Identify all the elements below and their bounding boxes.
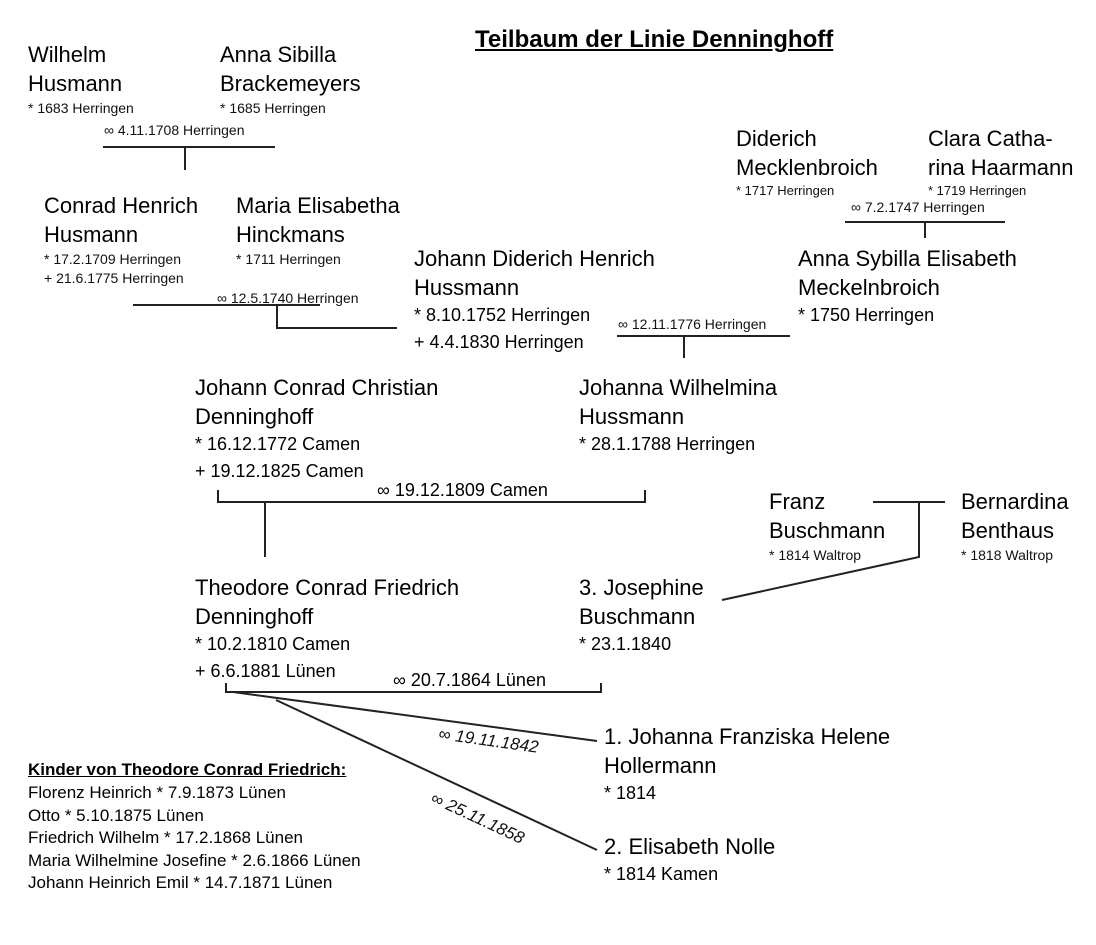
person-dates: * 8.10.1752 Herringen [414,305,591,325]
person-name: Hinckmans [236,222,345,247]
person-name: Mecklenbroich [736,155,878,180]
person-name: Franz [769,489,826,514]
person-dates: * 1814 [604,783,657,803]
person-dates: * 1683 Herringen [28,100,134,116]
marriage-line-1842 [232,691,598,742]
person-name: Denninghoff [195,604,314,629]
person-name: rina Haarmann [928,155,1074,180]
marriage-label: ∞ 7.2.1747 Herringen [851,199,985,215]
person-dates: + 6.6.1881 Lünen [195,661,336,681]
marriage-label: ∞ 19.12.1809 Camen [377,480,548,500]
children-list: Kinder von Theodore Conrad Friedrich: Fl… [28,758,361,895]
person-name: Brackemeyers [220,71,361,96]
marriage-line-1740 [133,304,397,329]
person-dates: * 1814 Kamen [604,864,719,884]
person-name: Hollermann [604,753,717,778]
person-dates: * 17.2.1709 Herringen [44,251,181,267]
person-name: Husmann [28,71,123,96]
person-name: Husmann [44,222,139,247]
person-name: Conrad Henrich [44,193,199,218]
person-clara: Clara Catha-rina Haarmann * 1719 Herringe… [928,124,1074,200]
person-name: Anna Sybilla Elisabeth [798,246,1017,271]
marriage-line-1809 [217,490,646,557]
person-dates: * 1711 Herringen [236,251,341,267]
person-name: Buschmann [579,604,696,629]
child-item: Friedrich Wilhelm * 17.2.1868 Lünen [28,828,303,847]
person-name: Hussmann [579,404,685,429]
person-dates: * 23.1.1840 [579,634,672,654]
person-name: Clara Catha- [928,126,1053,151]
marriage-label: ∞ 4.11.1708 Herringen [104,122,245,138]
person-dates: + 19.12.1825 Camen [195,461,364,481]
marriage-label: ∞ 12.11.1776 Herringen [618,316,767,332]
person-name: Theodore Conrad Friedrich [195,575,460,600]
marriage-line-1776 [617,335,790,358]
person-name: Johann Diderich Henrich [414,246,655,271]
person-dates: * 10.2.1810 Camen [195,634,351,654]
person-name: Johann Conrad Christian [195,375,439,400]
person-dates: * 16.12.1772 Camen [195,434,361,454]
child-item: Florenz Heinrich * 7.9.1873 Lünen [28,783,286,802]
marriage-line-1858 [275,699,598,851]
person-name: Hussmann [414,275,520,300]
child-item: Maria Wilhelmine Josefine * 2.6.1866 Lün… [28,850,361,870]
marriage-label: ∞ 12.5.1740 Herringen [217,290,359,306]
marriage-line-1864 [225,683,602,693]
child-item: Johann Heinrich Emil * 14.7.1871 Lünen [28,873,333,892]
marriage-label: ∞ 20.7.1864 Lünen [393,670,546,690]
person-dates: * 1719 Herringen [928,183,1027,198]
person-name: Buschmann [769,518,886,543]
person-name: Meckelnbroich [798,275,940,300]
person-dates: * 1814 Waltrop [769,547,862,563]
person-dates: * 1717 Herringen [736,183,835,198]
person-name: 3. Josephine [579,575,704,600]
person-name: Bernardina [961,489,1069,514]
child-item: Otto * 5.10.1875 Lünen [28,805,204,825]
person-name: Maria Elisabetha [236,193,400,218]
person-dates: * 1818 Waltrop [961,547,1054,563]
marriage-line-1747 [845,221,1005,238]
person-name: Johanna Wilhelmina [579,375,778,400]
person-dates: + 4.4.1830 Herringen [414,332,584,352]
person-elisabeth: 2. Elisabeth Nolle * 1814 Kamen [604,832,775,888]
person-name: Denninghoff [195,404,314,429]
diagram-title: Teilbaum der Linie Denninghoff [475,26,834,53]
person-name: Anna Sibilla [220,42,337,67]
person-name: Benthaus [961,518,1054,543]
children-list-header: Kinder von Theodore Conrad Friedrich: [28,760,347,779]
marriage-line-buschmann [721,501,945,601]
marriage-line-1708 [103,146,275,170]
person-name: Wilhelm [28,42,107,67]
person-name: 2. Elisabeth Nolle [604,834,776,859]
person-name: Diderich [736,126,817,151]
person-dates: * 28.1.1788 Herringen [579,434,756,454]
person-name: 1. Johanna Franziska Helene [604,724,891,749]
person-dates: * 1685 Herringen [220,100,326,116]
person-dates: * 1750 Herringen [798,305,935,325]
person-dates: + 21.6.1775 Herringen [44,270,184,286]
